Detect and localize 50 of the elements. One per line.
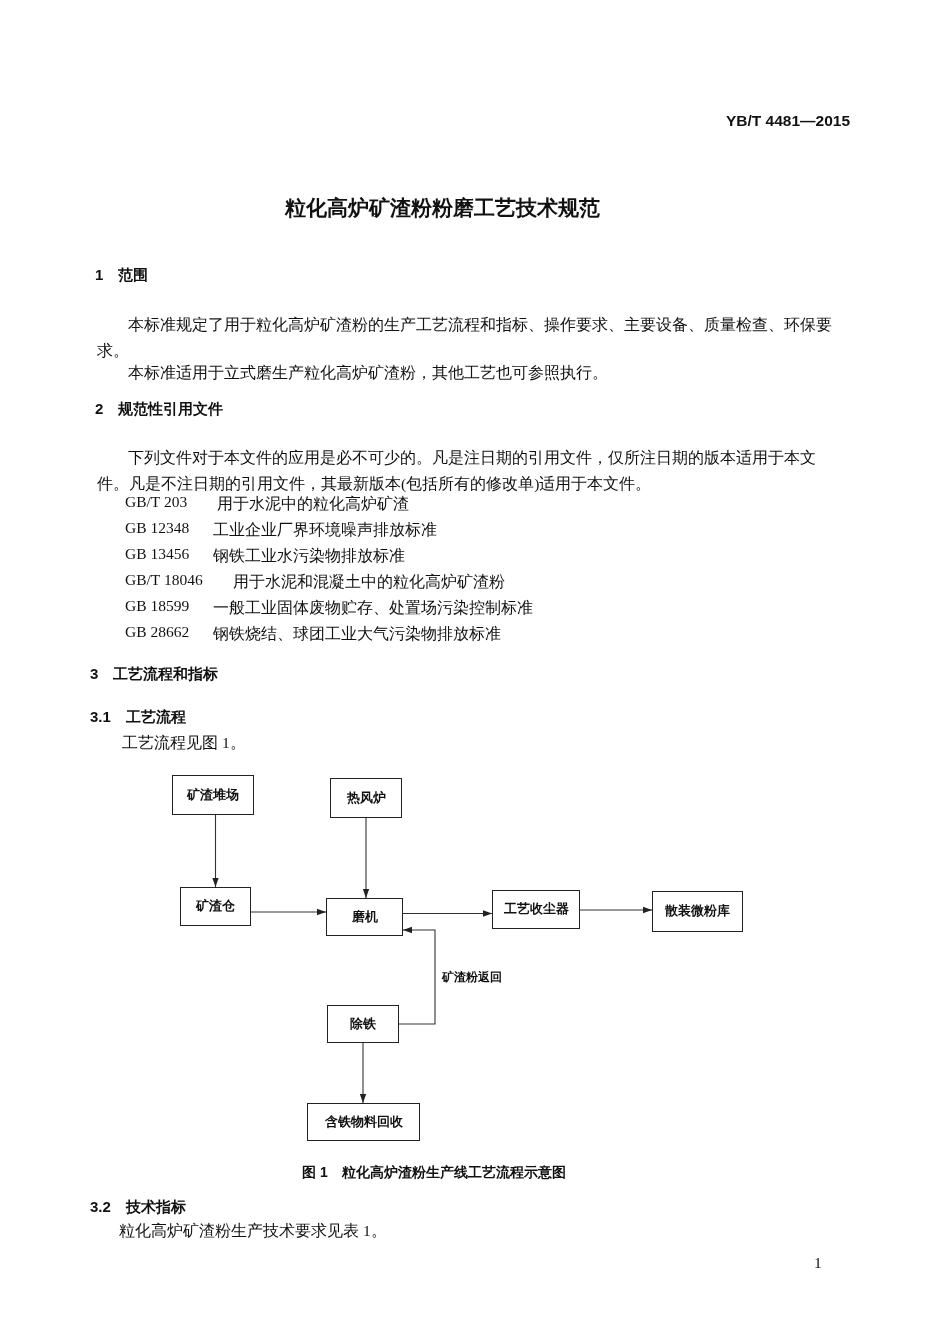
subsection-heading: 3.2 技术指标 (90, 1197, 186, 1217)
standard-code: GB/T 203 (125, 492, 188, 512)
process-box (327, 1005, 399, 1043)
flow-arrow (250, 908, 327, 916)
node-label: 矿渣仓 (196, 898, 235, 915)
node-label: 散装微粉库 (665, 903, 730, 920)
body-text: 粒化高炉矿渣粉生产技术要求见表 1。 (119, 1221, 387, 1241)
section-heading: 2 规范性引用文件 (95, 399, 224, 419)
figure-caption: 图 1 粒化高炉渣粉生产线工艺流程示意图 (302, 1163, 566, 1182)
process-box (180, 887, 251, 926)
page-number: 1 (814, 1253, 822, 1273)
standard-title: 钢铁工业水污染物排放标准 (213, 546, 405, 566)
section-heading: 3 工艺流程和指标 (90, 664, 219, 684)
standard-title: 用于水泥和混凝土中的粒化高炉矿渣粉 (233, 572, 505, 592)
standard-code: GB 12348 (125, 518, 190, 538)
flow-arrow (402, 910, 493, 917)
flow-arrow (398, 926, 436, 1025)
standard-title: 工业企业厂界环境噪声排放标准 (213, 520, 437, 540)
standard-code: GB 18599 (125, 596, 190, 616)
flow-arrow (212, 814, 219, 888)
node-label: 工艺收尘器 (503, 901, 569, 918)
standard-title: 一般工业固体废物贮存、处置场污染控制标准 (213, 598, 533, 618)
edge-label: 矿渣粉返回 (442, 969, 502, 986)
paragraph: 本标准适用于立式磨生产粒化高炉矿渣粉，其他工艺也可参照执行。 (127, 363, 609, 383)
process-box (492, 890, 580, 929)
node-label: 热风炉 (346, 789, 386, 807)
process-box (172, 775, 254, 815)
standard-title: 用于水泥中的粒化高炉矿渣 (217, 494, 409, 514)
node-label: 磨机 (351, 908, 378, 926)
process-box (652, 891, 743, 932)
flow-arrow (359, 1042, 367, 1104)
standard-code: GB 13456 (125, 544, 190, 564)
node-label: 矿渣堆场 (187, 786, 239, 804)
doc-number: YB/T 4481—2015 (726, 111, 851, 131)
process-box (330, 778, 402, 818)
paragraph: 下列文件对于本文件的应用是必不可少的。凡是注日期的引用文件，仅所注日期的版本适用于本文件。凡是不注日期的引用文件，其最新版本(包括所有的修改单)适用于本文件。 (97, 448, 817, 494)
document-title: 粒化高炉矿渣粉粉磨工艺技术规范 (285, 195, 600, 221)
flow-arrow (579, 906, 653, 914)
process-box (326, 898, 403, 936)
paragraph: 本标准规定了用于粒化高炉矿渣粉的生产工艺流程和指标、操作要求、主要设备、质量检查、环保要求。 (97, 315, 833, 361)
section-heading: 1 范围 (95, 265, 149, 285)
standard-code: GB 28662 (125, 622, 190, 642)
node-label: 含铁物料回收 (324, 1113, 403, 1131)
flow-arrow (362, 817, 370, 899)
process-box (307, 1103, 420, 1141)
standard-title: 钢铁烧结、球团工业大气污染物排放标准 (213, 624, 501, 644)
node-label: 除铁 (350, 1015, 376, 1033)
standard-code: GB/T 18046 (125, 570, 203, 590)
body-text: 工艺流程见图 1。 (122, 733, 246, 753)
subsection-heading: 3.1 工艺流程 (90, 707, 186, 727)
